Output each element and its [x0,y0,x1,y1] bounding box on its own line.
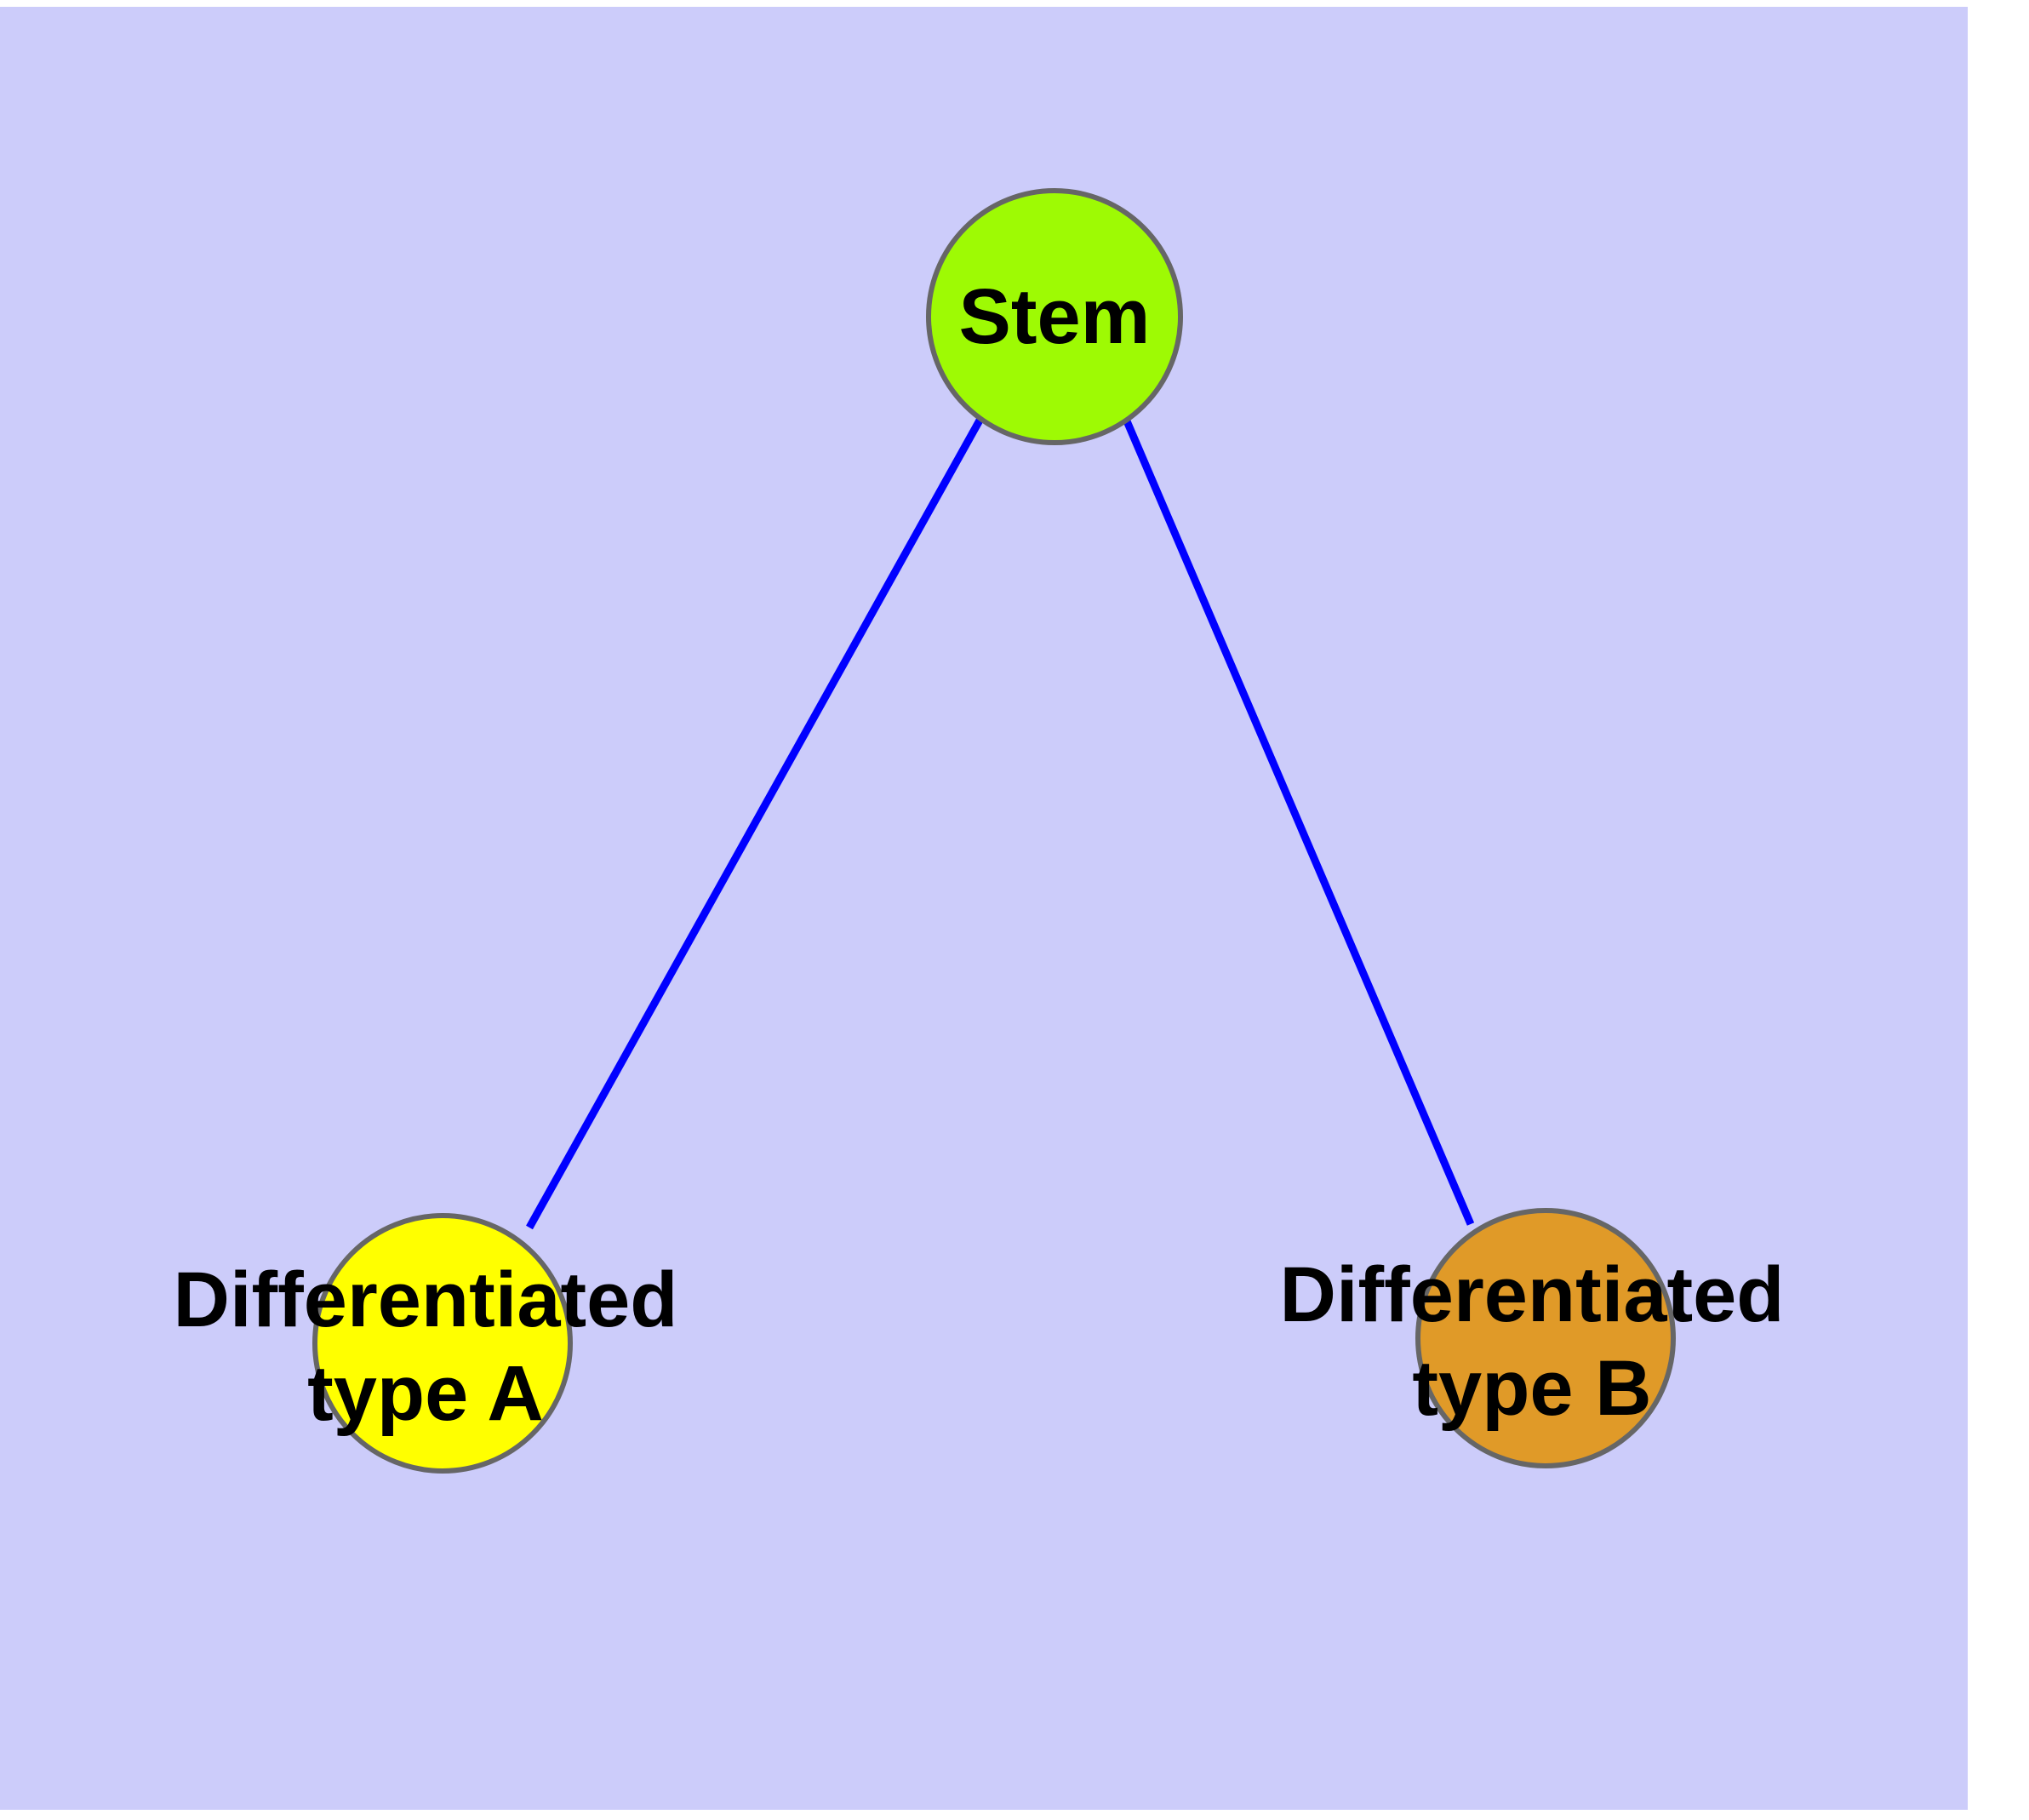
node-differentiated-type-b[interactable] [1415,1208,1676,1468]
node-differentiated-type-a-circle[interactable] [312,1213,573,1474]
node-stem[interactable] [926,188,1183,445]
node-layer [312,188,1676,1474]
node-differentiated-type-b-label-line2: type B [1412,1345,1651,1432]
node-differentiated-type-b-circle[interactable] [1415,1208,1676,1468]
node-differentiated-type-a-label-line1: Differentiated [174,1256,678,1343]
label-layer: Stem Differentiated type A Differentiate… [174,273,1785,1437]
node-differentiated-type-a-label-line2: type A [307,1350,544,1437]
edge-stem-to-differentiated-a[interactable] [526,416,984,1230]
node-differentiated-type-b-label-line1: Differentiated [1280,1251,1785,1338]
node-stem-label: Stem [959,273,1151,360]
node-stem-circle[interactable] [926,188,1183,445]
node-differentiated-type-a[interactable] [312,1213,573,1474]
edge-layer [526,415,1475,1230]
edge-stem-to-differentiated-b[interactable] [1121,415,1475,1226]
